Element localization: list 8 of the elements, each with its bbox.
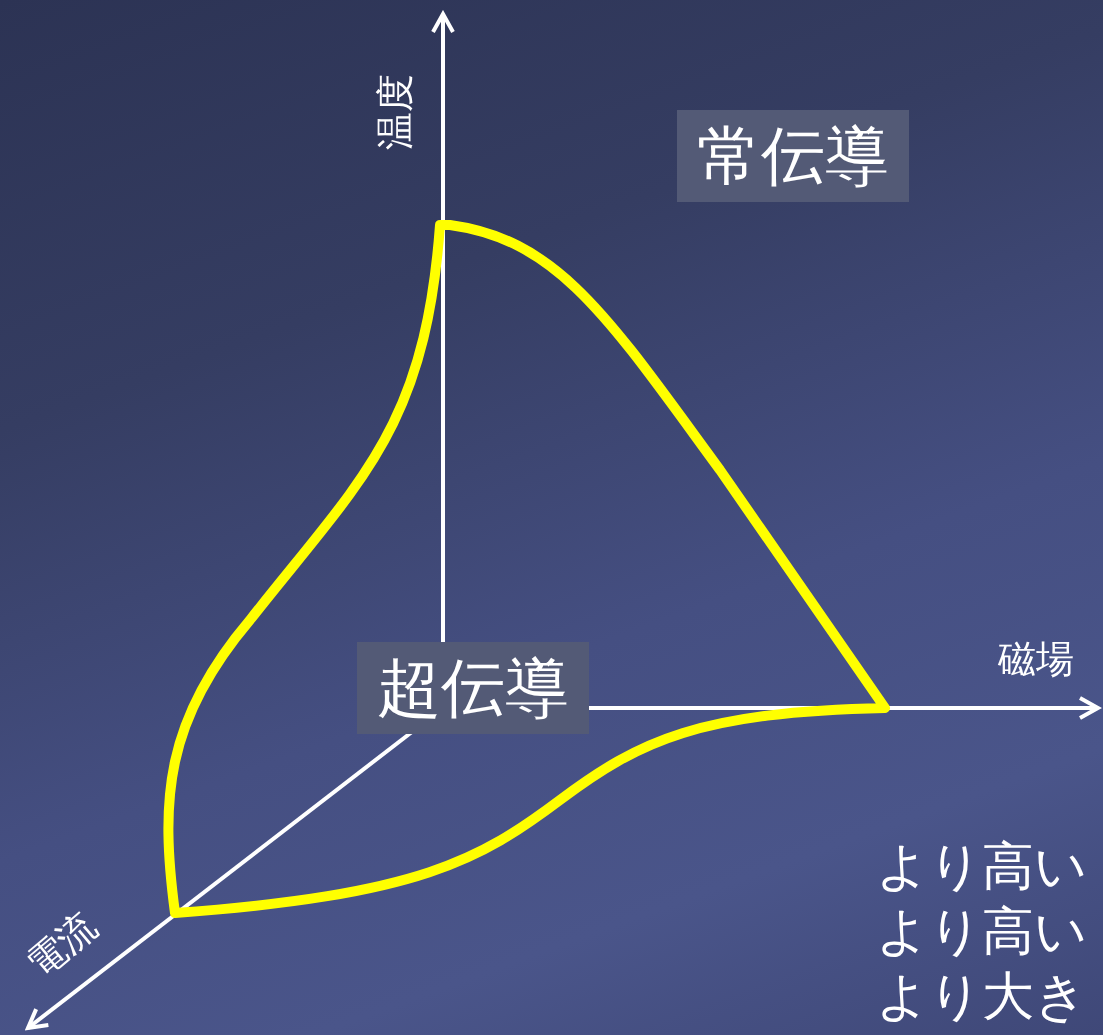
region-label: 常伝導 xyxy=(677,110,909,202)
axis-label: 温度 xyxy=(376,74,414,150)
condition-text: より高い xyxy=(876,905,1087,957)
axis-label: 電流 xyxy=(20,906,104,984)
region-label: 超伝導 xyxy=(357,642,589,734)
condition-text: より高い xyxy=(876,840,1087,892)
condition-text: より大き xyxy=(876,970,1087,1022)
axis-label: 磁場 xyxy=(998,640,1074,678)
